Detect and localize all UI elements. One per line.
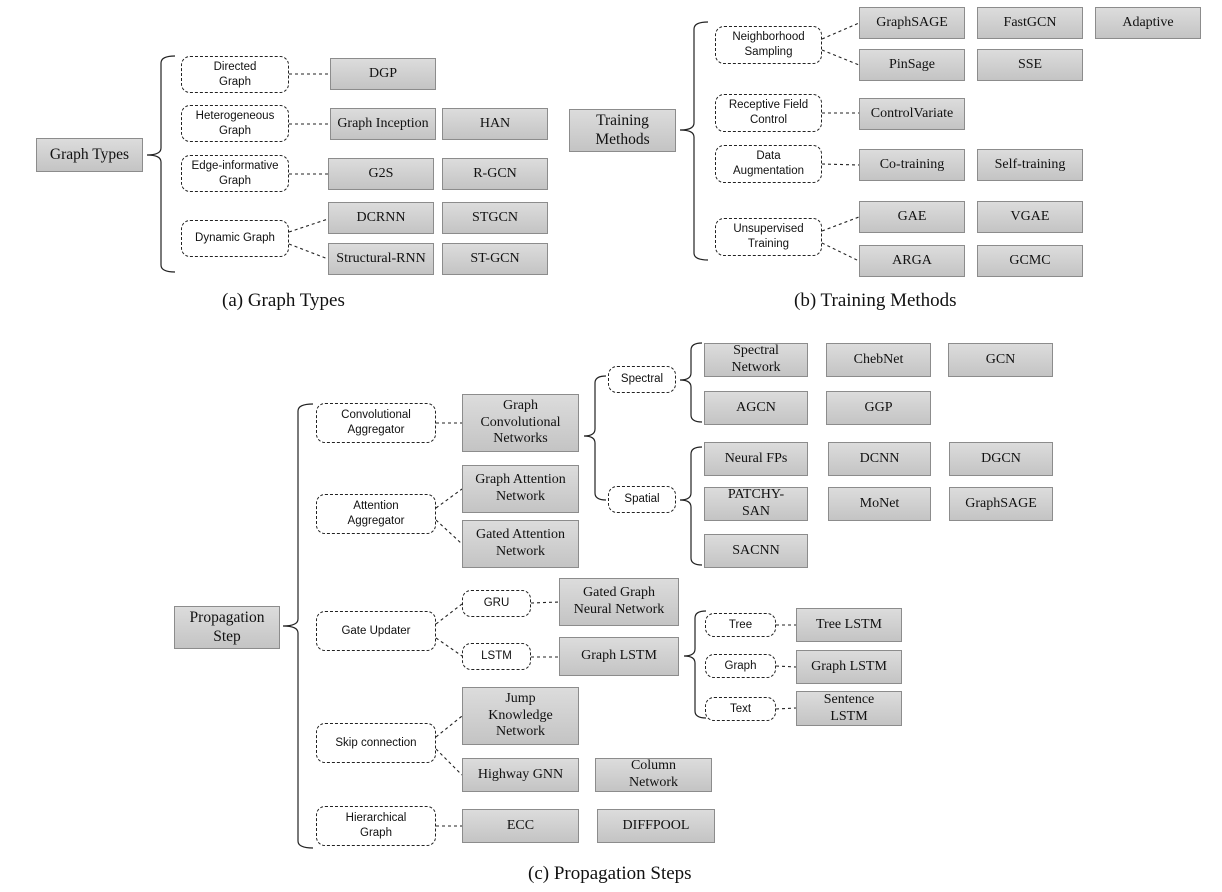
connector-gate-lstm [435,637,463,657]
gcmc-node: GCMC [977,245,1083,277]
heterogeneous-graph-node: Heterogeneous Graph [181,105,289,142]
directed-graph-node: Directed Graph [181,56,289,93]
neighborhood-sampling-node: Neighborhood Sampling [715,26,822,64]
graphsage-training-node: GraphSAGE [859,7,965,39]
ecc-node: ECC [462,809,579,843]
dcnn-node: DCNN [828,442,931,476]
brace-spatial [679,446,703,566]
skip-connection-node: Skip connection [316,723,436,763]
attention-aggregator-node: Attention Aggregator [316,494,436,534]
arga-node: ARGA [859,245,965,277]
gcn-node: GCN [948,343,1053,377]
brace-graph-convolutional-networks [583,375,607,501]
lstm-node: LSTM [462,643,531,670]
dynamic-graph-node: Dynamic Graph [181,220,289,257]
brace-spectral [679,342,703,423]
brace-training-methods [679,21,709,261]
sentence-lstm-node: Sentence LSTM [796,691,902,726]
pinsage-node: PinSage [859,49,965,81]
gated-attention-network-node: Gated Attention Network [462,520,579,568]
dcrnn-node: DCRNN [328,202,434,234]
agcn-node: AGCN [704,391,808,425]
caption-graph-types: (a) Graph Types [222,290,345,311]
dgcn-node: DGCN [949,442,1053,476]
connector-gru-ggnn [530,601,560,604]
gru-node: GRU [462,590,531,617]
connector-dynamic-dcrnn [288,218,329,233]
highway-gnn-node: Highway GNN [462,758,579,792]
graph-convolutional-networks-node: Graph Convolutional Networks [462,394,579,452]
brace-propagation-step [282,403,314,849]
data-augmentation-node: Data Augmentation [715,145,822,183]
connector-neighborhood-pinsage [821,49,860,66]
graph-attention-network-node: Graph Attention Network [462,465,579,513]
neural-fps-node: Neural FPs [704,442,808,476]
gae-node: GAE [859,201,965,233]
column-network-node: Column Network [595,758,712,792]
han-node: HAN [442,108,548,140]
patchy-san-node: PATCHY- SAN [704,487,808,521]
connector-neighborhood-graphsage [821,22,860,40]
connector-skip-jump [435,715,463,738]
jump-knowledge-network-node: Jump Knowledge Network [462,687,579,745]
training-methods-root: Training Methods [569,109,676,152]
tree-node: Tree [705,613,776,637]
connector-skip-highway [435,748,463,776]
spatial-node: Spatial [608,486,676,513]
graph-lstm-node: Graph LSTM [559,637,679,676]
chebnet-node: ChebNet [826,343,931,377]
graph-inception-node: Graph Inception [330,108,436,140]
connector-text-sentencelstm [775,707,797,710]
connector-graph-graphlstm [775,665,797,668]
connector-attn-gat [435,488,463,509]
connector-dynamic-structural [288,243,329,260]
caption-training-methods: (b) Training Methods [794,290,957,311]
graph-small-node: Graph [705,654,776,678]
convolutional-aggregator-node: Convolutional Aggregator [316,403,436,443]
g2s-node: G2S [328,158,434,190]
controlvariate-node: ControlVariate [859,98,965,130]
fastgcn-node: FastGCN [977,7,1083,39]
stgcn-node: STGCN [442,202,548,234]
co-training-node: Co-training [859,149,965,181]
monet-node: MoNet [828,487,931,521]
receptive-field-control-node: Receptive Field Control [715,94,822,132]
spectral-network-node: Spectral Network [704,343,808,377]
edge-informative-graph-node: Edge-informative Graph [181,155,289,192]
sacnn-node: SACNN [704,534,808,568]
graphsage-propagation-node: GraphSAGE [949,487,1053,521]
ggp-node: GGP [826,391,931,425]
brace-graph-types [146,55,176,273]
unsupervised-training-node: Unsupervised Training [715,218,822,256]
adaptive-node: Adaptive [1095,7,1201,39]
self-training-node: Self-training [977,149,1083,181]
spectral-node: Spectral [608,366,676,393]
r-gcn-node: R-GCN [442,158,548,190]
connector-gate-gru [435,603,463,625]
vgae-node: VGAE [977,201,1083,233]
dgp-node: DGP [330,58,436,90]
brace-graph-lstm [683,610,707,719]
gate-updater-node: Gate Updater [316,611,436,651]
gated-graph-neural-network-node: Gated Graph Neural Network [559,578,679,626]
hierarchical-graph-node: Hierarchical Graph [316,806,436,846]
tree-lstm-node: Tree LSTM [796,608,902,642]
structural-rnn-node: Structural-RNN [328,243,434,275]
graph-lstm-sub-node: Graph LSTM [796,650,902,684]
connector-unsupervised-arga [821,242,860,262]
connector-attn-gated [435,519,463,545]
caption-propagation-steps: (c) Propagation Steps [528,863,692,884]
graph-types-root: Graph Types [36,138,143,172]
text-node: Text [705,697,776,721]
diffpool-node: DIFFPOOL [597,809,715,843]
st-gcn-node: ST-GCN [442,243,548,275]
connector-augmentation-cotraining [821,163,860,166]
connector-unsupervised-gae [821,216,860,232]
propagation-step-root: Propagation Step [174,606,280,649]
sse-node: SSE [977,49,1083,81]
